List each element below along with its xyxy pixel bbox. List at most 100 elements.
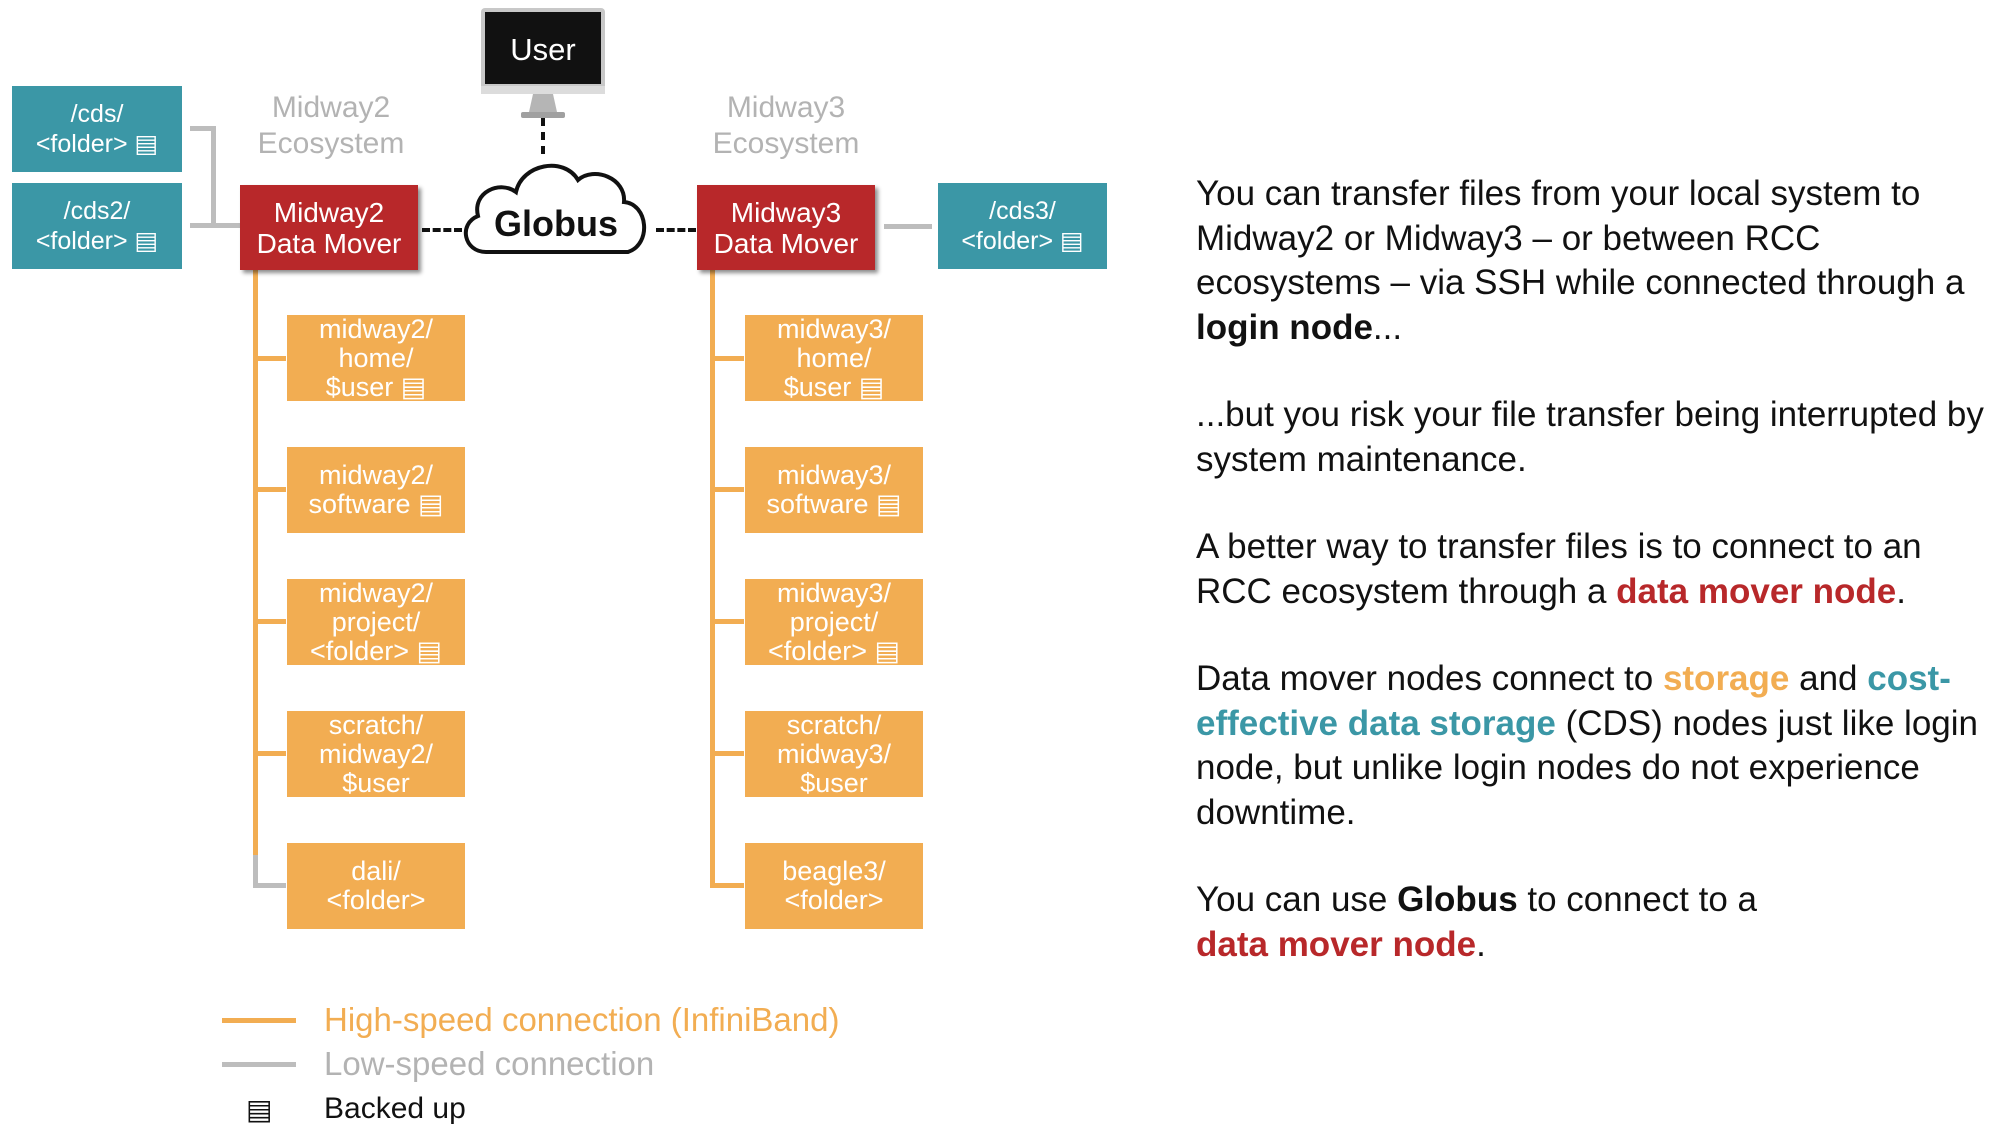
- storage-line: $user: [326, 372, 427, 402]
- low-speed-line: [253, 883, 286, 888]
- storage-line: <folder>: [768, 636, 900, 666]
- midway2-scratch-storage[interactable]: scratch/ midway2/ $user: [287, 709, 465, 797]
- storage-line: project/: [331, 606, 421, 637]
- cds-term: cost-effective data storage: [1196, 659, 1951, 743]
- login-node-term: login node: [1196, 307, 1373, 347]
- midway2-data-mover-node[interactable]: Midway2 Data Mover: [240, 185, 418, 270]
- storage-line: midway2/: [318, 313, 434, 344]
- text: to connect to a: [1517, 880, 1757, 919]
- cloud-icon: [463, 163, 646, 254]
- storage-line: software: [766, 490, 901, 519]
- text: (CDS) nodes just like login node, but un…: [1196, 703, 1978, 832]
- cds-line2: <folder>: [36, 226, 158, 256]
- midway2-eco-line1: Midway2: [271, 91, 391, 124]
- globus-link-midway3: [656, 228, 696, 232]
- midway2-dali-storage[interactable]: dali/ <folder>: [287, 843, 465, 929]
- midway2-ecosystem-label: Midway2 Ecosystem: [211, 90, 451, 162]
- low-speed-line: [190, 126, 216, 131]
- cds-line2: <folder>: [961, 226, 1083, 256]
- text: ...but you risk your file transfer being…: [1196, 395, 1984, 479]
- storage-line: project/: [789, 606, 879, 637]
- cds3-folder-node[interactable]: /cds3/ <folder>: [938, 183, 1107, 269]
- storage-line: midway3/: [776, 577, 892, 608]
- explanation-text: You can transfer files from your local s…: [1196, 172, 1996, 1010]
- storage-line: $user: [784, 372, 885, 402]
- legend-backed-up-label: Backed up: [324, 1092, 466, 1125]
- paragraph: You can transfer files from your local s…: [1196, 172, 1996, 350]
- text: .: [1896, 571, 1906, 611]
- midway3-data-mover-node[interactable]: Midway3 Data Mover: [697, 185, 875, 270]
- globus-label: Globus: [494, 203, 618, 244]
- storage-line: home/: [338, 342, 414, 373]
- text: You can use: [1196, 880, 1398, 919]
- high-speed-line: [710, 619, 744, 624]
- midway3-project-storage[interactable]: midway3/ project/ <folder>: [745, 577, 923, 666]
- legend-low-speed-swatch: [222, 1062, 296, 1067]
- midway3-software-storage[interactable]: midway3/ software: [745, 447, 923, 533]
- low-speed-line: [211, 126, 216, 228]
- text: ...: [1372, 307, 1403, 347]
- midway2-software-storage[interactable]: midway2/ software: [287, 447, 465, 533]
- storage-line: midway3/: [776, 313, 892, 344]
- globus-link-user: [541, 118, 545, 154]
- storage-line: <folder>: [326, 885, 426, 915]
- cds-line1: /cds3/: [989, 197, 1056, 225]
- low-speed-line: [190, 223, 242, 228]
- mover-line1: Midway3: [730, 196, 842, 228]
- text: .: [1476, 924, 1486, 964]
- user-label: User: [510, 32, 576, 67]
- text: Data mover nodes connect to: [1196, 659, 1663, 698]
- storage-line: scratch/: [786, 709, 882, 740]
- cds-folder-node[interactable]: /cds/ <folder>: [12, 86, 182, 172]
- storage-line: software: [308, 490, 443, 519]
- cds2-folder-node[interactable]: /cds2/ <folder>: [12, 183, 182, 269]
- paragraph: ...but you risk your file transfer being…: [1196, 393, 1996, 482]
- storage-term: storage: [1662, 659, 1790, 698]
- paragraph: You can use Globus to connect to a data …: [1196, 878, 1996, 967]
- storage-line: <folder>: [310, 636, 442, 666]
- storage-line: midway2/: [318, 738, 434, 769]
- storage-line: home/: [796, 342, 872, 373]
- paragraph: A better way to transfer files is to con…: [1196, 525, 1996, 614]
- midway3-home-storage[interactable]: midway3/ home/ $user: [745, 313, 923, 402]
- midway3-scratch-storage[interactable]: scratch/ midway3/ $user: [745, 709, 923, 798]
- high-speed-line: [710, 751, 744, 756]
- mover-line1: Midway2: [273, 196, 385, 228]
- midway3-beagle3-storage[interactable]: beagle3/ <folder>: [745, 843, 923, 929]
- storage-line: midway2/: [318, 460, 434, 490]
- high-speed-line: [253, 270, 258, 855]
- legend-low-speed-label: Low-speed connection: [324, 1045, 655, 1082]
- cds-line1: /cds/: [70, 100, 124, 128]
- storage-line: $user: [800, 767, 868, 798]
- cds-line1: /cds2/: [63, 197, 131, 225]
- low-speed-line: [884, 224, 932, 229]
- storage-line: <folder>: [784, 885, 884, 915]
- storage-line: midway2/: [318, 577, 434, 608]
- backed-up-icon: ▤: [246, 1094, 273, 1125]
- globus-cloud[interactable]: Globus: [456, 146, 656, 264]
- midway3-ecosystem-label: Midway3 Ecosystem: [666, 90, 906, 162]
- storage-line: beagle3/: [782, 856, 886, 886]
- globus-term: Globus: [1397, 880, 1518, 919]
- mover-line2: Data Mover: [256, 227, 402, 259]
- storage-line: dali/: [351, 856, 401, 886]
- text: and: [1789, 659, 1868, 698]
- storage-line: midway3/: [776, 738, 892, 769]
- user-monitor-icon: User: [481, 8, 605, 128]
- midway3-eco-line1: Midway3: [726, 91, 846, 124]
- midway2-home-storage[interactable]: midway2/ home/ $user: [287, 313, 465, 402]
- high-speed-line: [710, 270, 715, 887]
- midway2-project-storage[interactable]: midway2/ project/ <folder>: [287, 577, 465, 666]
- mover-line2: Data Mover: [713, 227, 859, 259]
- data-mover-node-term: data mover node: [1196, 924, 1477, 964]
- midway3-eco-line2: Ecosystem: [712, 127, 860, 160]
- storage-line: scratch/: [328, 709, 424, 740]
- high-speed-line: [253, 619, 286, 624]
- high-speed-line: [253, 356, 286, 361]
- midway2-eco-line2: Ecosystem: [257, 127, 405, 160]
- high-speed-line: [710, 487, 744, 492]
- cds-line2: <folder>: [36, 129, 158, 159]
- high-speed-line: [253, 751, 286, 756]
- data-mover-node-term: data mover node: [1616, 571, 1897, 611]
- storage-line: midway3/: [776, 460, 892, 490]
